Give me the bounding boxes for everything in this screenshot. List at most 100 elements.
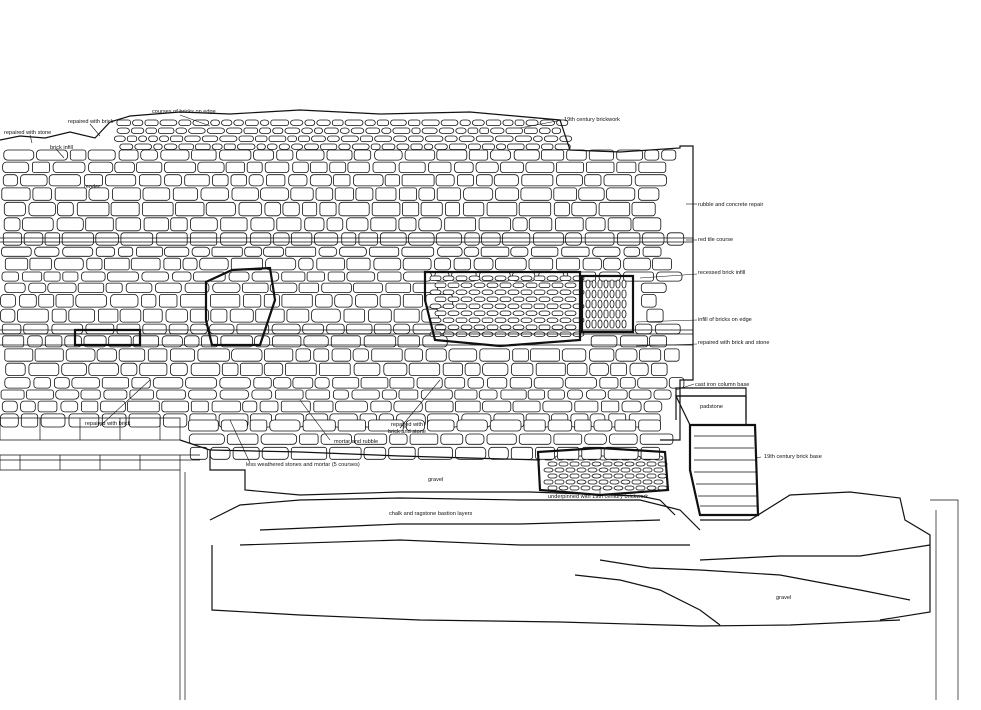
masonry-stone	[598, 479, 609, 485]
masonry-stone	[379, 294, 401, 308]
masonry-stone	[296, 149, 325, 161]
masonry-stone	[264, 348, 294, 362]
masonry-stone	[593, 419, 613, 432]
masonry-stone	[365, 127, 381, 134]
masonry-stone	[624, 461, 635, 467]
masonry-stone	[538, 282, 551, 288]
masonry-stone	[408, 232, 435, 246]
masonry-stone	[564, 324, 577, 330]
masonry-stone	[478, 389, 498, 400]
masonry-stone	[315, 294, 333, 308]
masonry-stone	[253, 149, 275, 161]
masonry-stone	[603, 299, 609, 309]
masonry-stone	[200, 187, 229, 201]
masonry-stone	[588, 149, 614, 161]
masonry-stone	[211, 246, 243, 257]
masonry-stone	[453, 257, 471, 271]
masonry-stone	[38, 294, 55, 308]
masonry-stone	[75, 294, 108, 308]
masonry-stone	[1, 400, 18, 413]
masonry-stone	[17, 308, 49, 323]
masonry-stone	[543, 135, 559, 142]
masonry-stone	[634, 174, 668, 187]
masonry-stone	[3, 149, 35, 161]
masonry-stone	[463, 246, 480, 257]
masonry-stone	[37, 400, 58, 413]
masonry-stone	[591, 279, 597, 289]
masonry-stone	[118, 149, 139, 161]
masonry-stone	[127, 400, 160, 413]
masonry-stone	[136, 246, 163, 257]
masonry-stone	[464, 362, 481, 377]
masonry-stone	[502, 232, 531, 246]
masonry-stone	[657, 473, 668, 479]
masonry-stone	[156, 232, 188, 246]
masonry-stone	[621, 299, 627, 309]
masonry-stone	[397, 335, 420, 348]
masonry-stone	[333, 174, 351, 187]
masonry-stone	[527, 389, 545, 400]
masonry-stone	[538, 324, 551, 330]
masonry-stone	[178, 119, 192, 126]
masonry-stone	[188, 127, 206, 134]
masonry-stone	[363, 446, 387, 460]
masonry-stone	[272, 127, 284, 134]
masonry-stone	[373, 257, 402, 271]
masonry-stone	[54, 377, 70, 389]
masonry-stone	[338, 201, 370, 217]
masonry-stone	[507, 303, 520, 309]
masonry-stone	[486, 310, 499, 316]
masonry-stone	[445, 201, 461, 217]
masonry-stone	[528, 257, 554, 271]
masonry-stone	[292, 161, 309, 174]
masonry-stone	[425, 400, 454, 413]
underpinning-outline	[536, 446, 670, 497]
masonry-stone	[591, 473, 602, 479]
masonry-stone	[68, 413, 100, 428]
masonry-stone	[404, 348, 423, 362]
masonry-stone	[219, 135, 238, 142]
masonry-stone	[558, 485, 569, 491]
masonry-stone	[635, 473, 646, 479]
masonry-stone	[507, 275, 520, 281]
masonry-stone	[635, 485, 646, 491]
masonry-stone	[408, 135, 424, 142]
masonry-stone	[44, 335, 63, 348]
masonry-stone	[250, 232, 272, 246]
masonry-stone	[221, 119, 233, 126]
masonry-stone	[454, 161, 474, 174]
label-repaired-with-brick-and-stone-right: repaired with brick and stone	[698, 340, 770, 346]
masonry-stone	[559, 289, 572, 295]
masonry-stone	[164, 174, 183, 187]
masonry-stone	[212, 174, 229, 187]
masonry-stone	[564, 282, 577, 288]
masonry-stone	[447, 296, 460, 302]
masonry-stone	[429, 275, 442, 281]
masonry-stone	[591, 485, 602, 491]
masonry-stone	[29, 257, 52, 271]
masonry-stone	[619, 377, 636, 389]
masonry-stone	[668, 377, 685, 389]
masonry-stone	[302, 323, 324, 335]
masonry-stone	[473, 282, 486, 288]
masonry-stone	[310, 161, 328, 174]
masonry-stone	[389, 377, 415, 389]
masonry-stone	[561, 246, 590, 257]
masonry-stone	[488, 446, 509, 460]
masonry-stone	[3, 217, 21, 232]
masonry-stone	[261, 446, 289, 460]
masonry-stone	[485, 119, 502, 126]
masonry-stone	[306, 271, 325, 282]
masonry-stone	[616, 149, 644, 161]
masonry-stone	[442, 317, 455, 323]
masonry-stone	[637, 377, 668, 389]
masonry-stone	[352, 282, 383, 293]
masonry-stone	[132, 119, 144, 126]
masonry-stone	[163, 257, 181, 271]
masonry-stone	[316, 119, 331, 126]
masonry-stone	[259, 119, 270, 126]
masonry-stone	[576, 467, 587, 473]
masonry-stone	[116, 119, 131, 126]
masonry-stone	[601, 400, 620, 413]
masonry-stone	[62, 271, 79, 282]
